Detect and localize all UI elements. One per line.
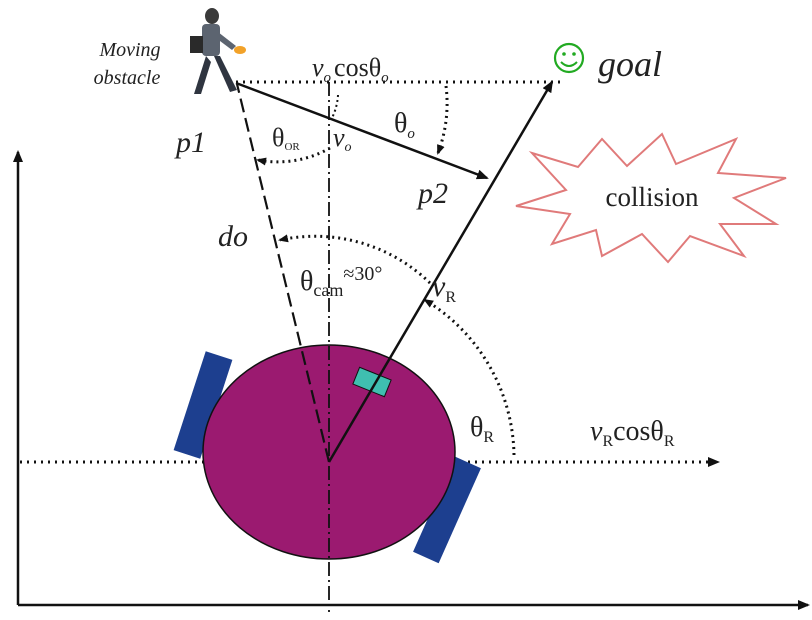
pedestrian-icon <box>190 8 246 94</box>
vR-cos-label: vRcosθR <box>590 416 675 450</box>
do-dashed-line <box>235 83 331 463</box>
theta-or-arc <box>256 146 331 166</box>
vR-arrow <box>327 80 554 463</box>
p1-label: p1 <box>174 126 206 159</box>
theta-cam-label: θcam≈30° <box>300 263 382 300</box>
vo-label: vo <box>333 123 352 155</box>
axes <box>13 150 810 610</box>
goal-label: goal <box>598 44 662 84</box>
theta-o-label: θo <box>394 108 415 142</box>
collision-label: collision <box>606 182 699 212</box>
obstacle-label-line1: Moving <box>98 39 160 61</box>
obstacle-label-line2: obstacle <box>94 67 161 89</box>
vo-small-arc <box>331 94 339 119</box>
vR-label: vR <box>432 270 456 306</box>
collision-star <box>515 132 787 264</box>
theta-or-label: θOR <box>272 123 300 153</box>
theta-R-arc <box>423 298 516 456</box>
goal-smiley-icon <box>553 42 585 74</box>
do-label: do <box>218 220 248 253</box>
theta-o-arc <box>436 85 449 155</box>
theta-R-label: θR <box>470 412 494 446</box>
left-wheel <box>173 351 233 459</box>
collision-burst: collision <box>515 132 787 264</box>
right-wheel <box>413 456 481 564</box>
vo-arrow <box>235 81 489 180</box>
camera <box>352 366 392 398</box>
p2-label: p2 <box>416 177 448 210</box>
